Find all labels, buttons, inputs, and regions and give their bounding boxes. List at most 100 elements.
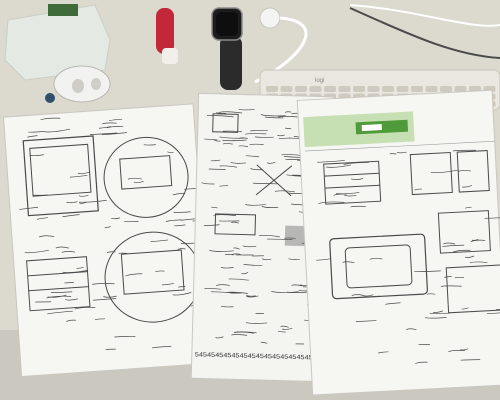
pencil-scribble (78, 194, 89, 197)
pencil-scribble (173, 211, 191, 213)
pencil-scribble (219, 185, 229, 187)
keyboard-key (367, 86, 380, 92)
keyboard-key (425, 86, 438, 92)
pencil-scribble (442, 244, 465, 247)
pencil-scribble (424, 317, 447, 319)
pencil-scribble (46, 295, 72, 299)
pencil-scribble (469, 261, 488, 264)
pencil-scribble (464, 255, 475, 258)
pencil-scribble (238, 145, 248, 147)
pencil-scribble (282, 327, 293, 330)
pencil-scribble (55, 246, 69, 249)
keyboard-key (324, 86, 336, 92)
keyboard-key (454, 86, 467, 92)
pencil-scribble (462, 185, 472, 188)
pencil-scribble (415, 361, 428, 364)
pencil-scribble (61, 251, 76, 253)
pencil-scribble (172, 292, 192, 296)
pencil-scribble (238, 109, 255, 111)
pencil-scribble (29, 154, 44, 157)
pencil-scribble (452, 149, 476, 152)
pencil-scribble (470, 239, 486, 243)
pencil-scribble (215, 284, 230, 286)
pencil-scribble (274, 190, 295, 193)
keyboard-key (309, 86, 322, 92)
pencil-scribble (426, 293, 436, 295)
pencil-scribble (484, 217, 500, 219)
pencil-scribble (62, 269, 89, 273)
pencil-scribble (369, 257, 383, 260)
pencil-scribble (271, 291, 299, 293)
pencil-scribble (342, 261, 355, 264)
pencil-scribble (440, 285, 462, 287)
earbuds-case-icon (45, 65, 111, 103)
pencil-scribble (343, 162, 369, 165)
pencil-scribble (155, 270, 165, 273)
keyboard-key (266, 86, 278, 92)
pencil-scribble (414, 270, 441, 272)
pencil-scribble (396, 151, 407, 154)
pencil-scribble (201, 182, 215, 185)
pencil-scribble (285, 127, 292, 130)
pencil-scribble (243, 263, 263, 266)
pencil-scribble (242, 245, 257, 248)
pencil-scribble (210, 291, 238, 294)
pencil-scribble (266, 162, 276, 164)
keyboard-key (280, 86, 293, 92)
pencil-scribble (92, 283, 115, 285)
pencil-scribble (406, 328, 417, 331)
pencil-scribble (65, 298, 78, 301)
pencil-scribble (448, 350, 466, 352)
pencil-scribble (318, 201, 345, 204)
pencil-scribble (418, 344, 430, 346)
pencil-scribble (454, 276, 464, 279)
pencil-scribble (127, 177, 143, 180)
pencil-scribble (92, 298, 117, 301)
pencil-scribble (460, 348, 469, 351)
pencil-scribble (124, 221, 139, 223)
pencil-scribble (277, 134, 285, 137)
pencil-scribble (443, 242, 456, 245)
pencil-scribble (355, 320, 377, 322)
pencil-scribble (350, 205, 366, 208)
pencil-scribble (161, 282, 174, 286)
pencil-scribble (464, 206, 472, 209)
pencil-scribble (32, 194, 49, 196)
pencil-scribble (430, 169, 459, 174)
pencil-scribble (38, 235, 55, 238)
pencil-scribble (264, 116, 284, 119)
pencil-scribble (40, 117, 61, 121)
keyboard-key (295, 86, 307, 92)
pencil-scribble (47, 294, 67, 298)
pencil-scribble (106, 126, 124, 129)
pencil-scribble (24, 249, 49, 254)
pencil-scribble (252, 255, 264, 257)
pencil-scribble (433, 310, 444, 313)
pencil-scribble (258, 234, 280, 238)
pencil-scribble (214, 139, 221, 142)
pencil-scribble (105, 348, 116, 351)
middle-sketch-sheet: 54545454545454545454545454545454 (190, 92, 352, 383)
pencil-scribble (252, 182, 277, 185)
pencil-scribble (325, 164, 352, 168)
pencil-scribble (206, 115, 234, 118)
pencil-scribble (211, 206, 218, 209)
charger-cable-icon (254, 4, 500, 84)
pencil-scribble (280, 325, 289, 328)
pencil-scribble (231, 334, 248, 336)
pencil-scribble (94, 318, 105, 320)
pencil-scribble (444, 276, 452, 278)
pencil-scribble (385, 302, 401, 305)
pencil-scribble (260, 341, 268, 344)
pencil-scribble (103, 295, 117, 298)
pencil-scribble (28, 131, 44, 133)
pencil-scribble (210, 159, 221, 162)
keyboard-key (338, 86, 351, 92)
pencil-scribble (389, 153, 397, 155)
pencil-scribble (235, 254, 254, 256)
pencil-scribble (74, 307, 96, 310)
handwritten-notes (316, 149, 500, 364)
pencil-scribble (460, 359, 481, 361)
pencil-scribble (254, 136, 274, 138)
